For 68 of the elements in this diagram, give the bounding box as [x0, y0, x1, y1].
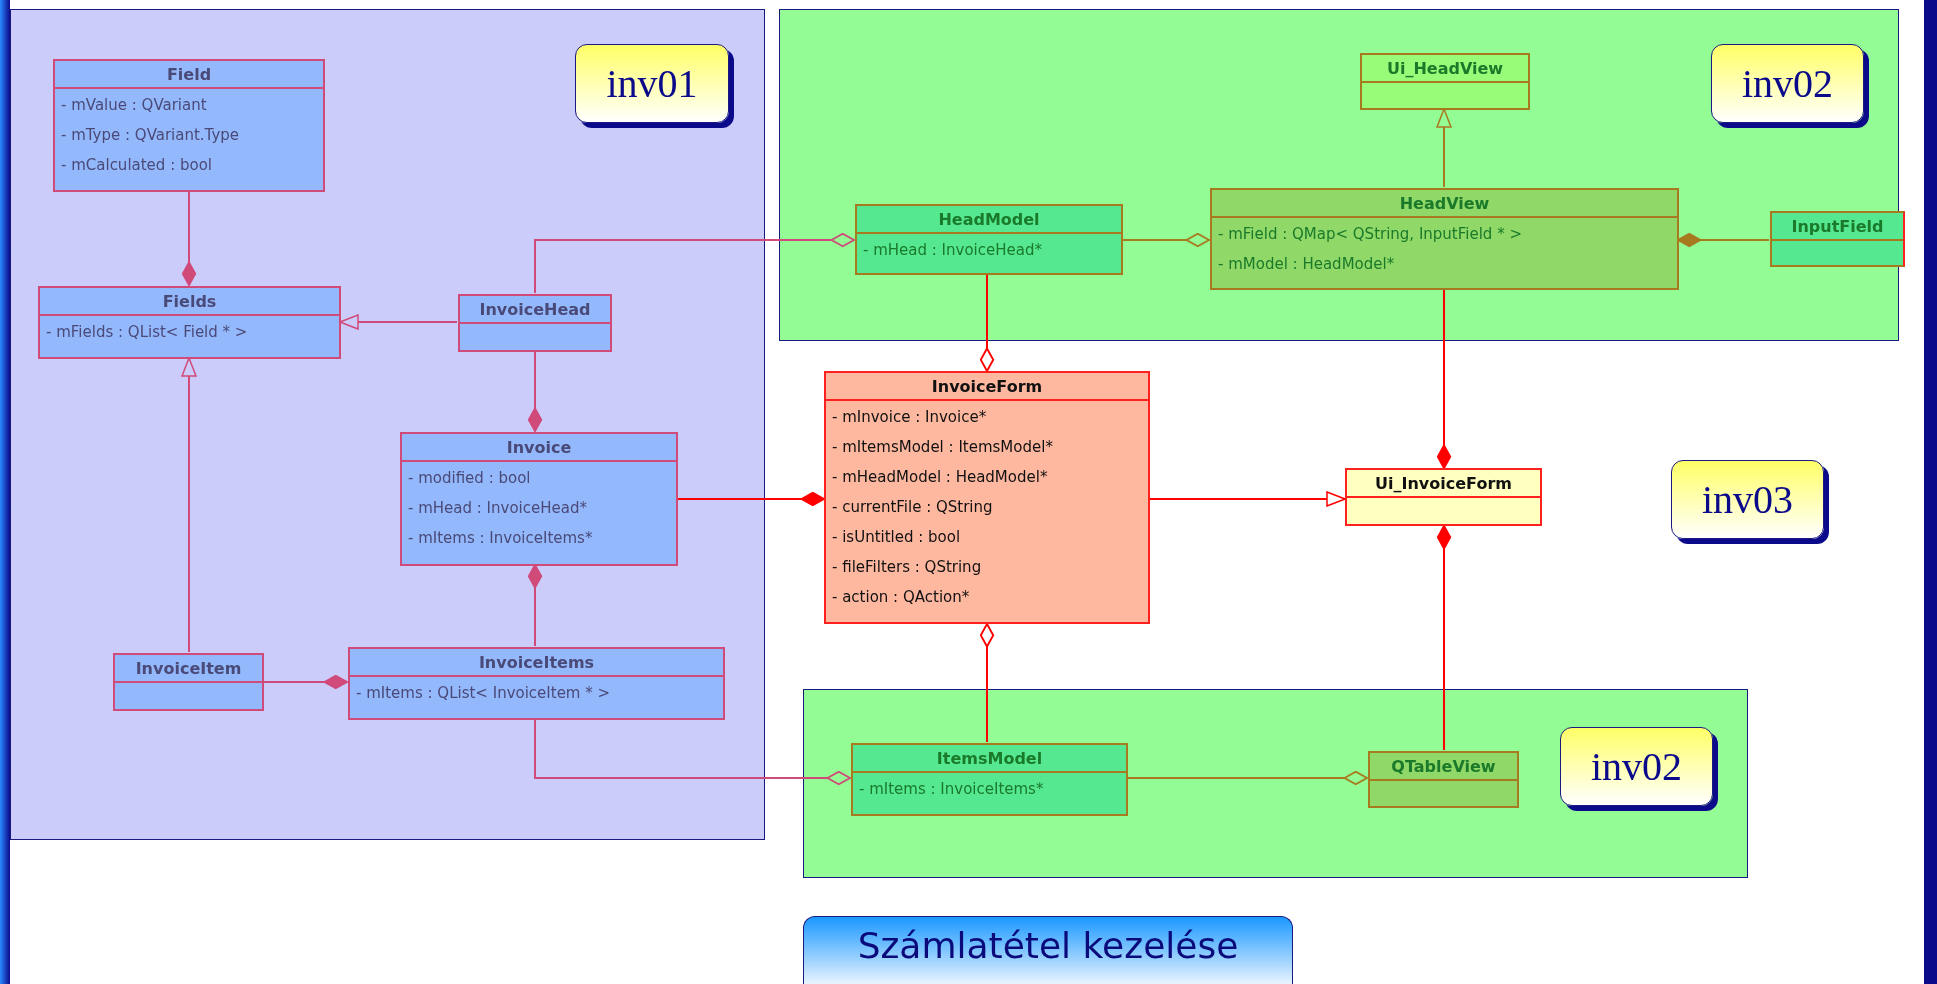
composition-line — [676, 491, 825, 507]
composition-line — [1436, 525, 1452, 751]
composition-line — [1436, 288, 1452, 469]
class-box — [348, 647, 725, 720]
class-name: HeadModel — [938, 209, 1040, 229]
class-box — [400, 432, 678, 566]
attribute-text: - currentFile : QString — [832, 497, 994, 518]
class-name: Field — [166, 64, 212, 84]
class-box — [113, 653, 264, 711]
composition-line — [527, 564, 543, 647]
package-panel — [10, 9, 765, 840]
composition-line — [262, 674, 348, 690]
composition-line — [527, 350, 543, 432]
aggregation-line — [534, 718, 851, 786]
aggregation-line — [1121, 232, 1210, 248]
attribute-text: - mModel : HeadModel* — [1218, 254, 1396, 275]
class-name: QTableView — [1391, 756, 1496, 776]
attribute-text: - mHead : InvoiceHead* — [408, 498, 588, 519]
class-box — [1210, 188, 1679, 290]
class-box — [824, 371, 1150, 624]
attribute-text: - mValue : QVariant — [61, 95, 208, 116]
class-box — [1368, 751, 1519, 808]
class-name: Ui_InvoiceForm — [1375, 473, 1512, 493]
class-name: Fields — [162, 291, 217, 311]
class-name: HeadView — [1399, 193, 1490, 213]
class-name: Invoice — [506, 437, 572, 457]
attribute-text: - mField : QMap< QString, InputField * > — [1218, 224, 1523, 245]
attribute-text: - mCalculated : bool — [61, 155, 213, 176]
class-box — [855, 204, 1123, 275]
attribute-text: - fileFilters : QString — [832, 557, 983, 578]
attribute-text: - mItems : InvoiceItems* — [408, 528, 594, 549]
inheritance-arrow — [339, 314, 458, 330]
class-name: InvoiceItem — [135, 658, 242, 678]
class-box — [38, 286, 341, 359]
class-name: ItemsModel — [936, 748, 1043, 768]
package-panel — [803, 689, 1748, 878]
class-box — [53, 59, 325, 192]
attribute-text: - mItemsModel : ItemsModel* — [832, 437, 1054, 458]
class-name: InvoiceItems — [478, 652, 595, 672]
attribute-text: - mInvoice : Invoice* — [832, 407, 988, 428]
attribute-text: - mItems : QList< InvoiceItem * > — [356, 683, 612, 704]
class-box — [1770, 211, 1905, 267]
attribute-text: - mType : QVariant.Type — [61, 125, 241, 146]
aggregation-line — [979, 273, 995, 372]
aggregation-line — [1126, 770, 1368, 786]
inheritance-arrow — [1436, 108, 1452, 188]
class-box — [1360, 53, 1530, 110]
inheritance-arrow — [1149, 491, 1346, 507]
composition-line — [181, 190, 197, 286]
attribute-text: - modified : bool — [408, 468, 532, 489]
title-banner: Számlatétel kezelése — [803, 916, 1293, 984]
aggregation-line — [979, 623, 995, 743]
class-name: InputField — [1791, 216, 1884, 236]
attribute-text: - mItems : InvoiceItems* — [859, 779, 1045, 800]
inheritance-arrow — [181, 357, 197, 653]
composition-line — [1677, 232, 1770, 248]
attribute-text: - mHead : InvoiceHead* — [863, 240, 1043, 261]
class-name: Ui_HeadView — [1386, 58, 1504, 78]
attribute-text: - action : QAction* — [832, 587, 971, 608]
class-box — [851, 743, 1128, 816]
class-box — [458, 294, 612, 352]
class-name: InvoiceForm — [931, 376, 1043, 396]
attribute-text: - mFields : QList< Field * > — [46, 322, 249, 343]
attribute-text: - mHeadModel : HeadModel* — [832, 467, 1049, 488]
attribute-text: - isUntitled : bool — [832, 527, 962, 548]
aggregation-line — [534, 232, 855, 294]
class-name: InvoiceHead — [479, 299, 591, 319]
class-box — [1345, 468, 1542, 526]
